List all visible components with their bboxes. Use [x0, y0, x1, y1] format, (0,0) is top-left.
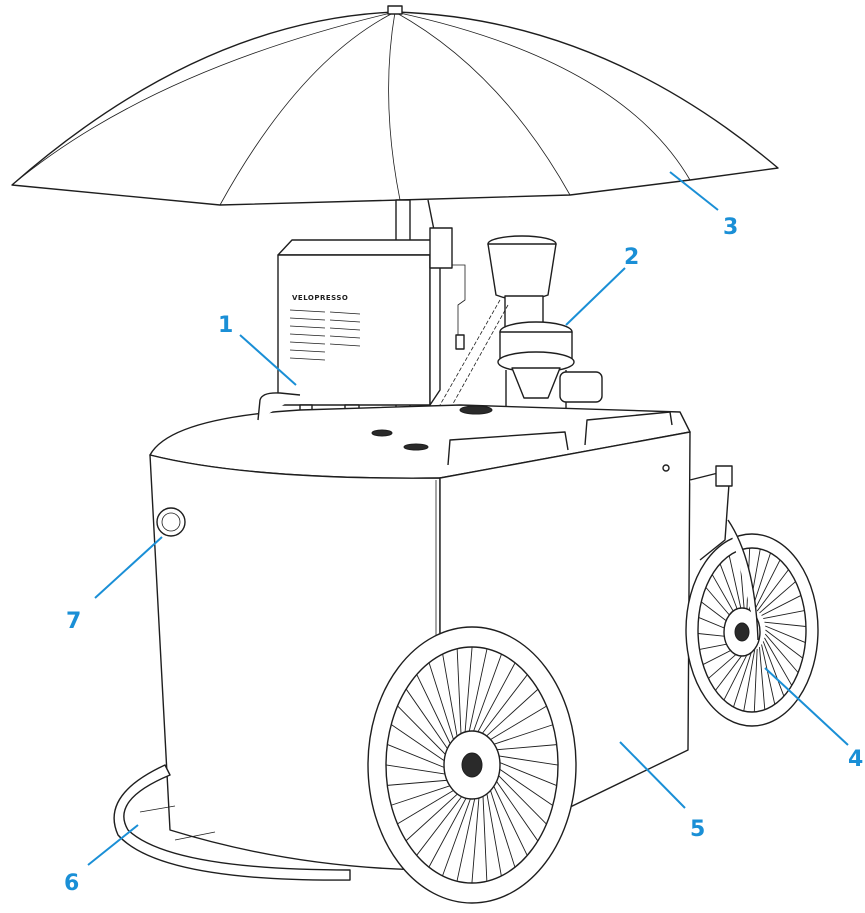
front-wheel-spoke [464, 646, 473, 738]
front-wheel-spoke [397, 787, 459, 825]
front-wheel-spoke [442, 654, 459, 743]
rear-wheel-spoke [762, 641, 785, 697]
front-wheel-spoke [488, 783, 516, 868]
front-wheel-spoke [391, 783, 456, 806]
callout-2: 2 [624, 245, 639, 270]
rear-wheel-spoke [759, 647, 766, 710]
front-wheel-spoke [405, 688, 453, 756]
front-wheel-spoke [456, 648, 462, 740]
front-wheel-spoke [493, 759, 557, 787]
front-wheel-spoke [397, 705, 452, 761]
rear-wheel-spoke [764, 637, 793, 686]
front-wheel-spoke [416, 674, 454, 751]
front-wheel-spoke [488, 724, 553, 747]
front-wheel-spoke [492, 769, 547, 825]
leader-6 [87, 824, 139, 866]
front-wheel-spoke [456, 793, 477, 882]
rear-wheel-spoke [763, 610, 805, 620]
rear-wheel [685, 465, 819, 727]
machine-logo: VELOPRESSO [292, 294, 348, 302]
front-wheel-spoke [491, 774, 539, 842]
front-wheel-spoke [442, 794, 473, 876]
rear-wheel-spoke [761, 644, 776, 705]
front-wheel-spoke [387, 743, 451, 771]
front-wheel-spoke [428, 662, 456, 747]
machine-vents [289, 309, 361, 361]
rear-wheel-spoke [761, 595, 802, 616]
front-wheel [367, 626, 577, 904]
rear-wheel-spoke [723, 649, 750, 701]
rear-wheel-spoke [765, 629, 803, 659]
callout-1: 1 [218, 313, 233, 338]
front-wheel-spoke [482, 790, 488, 882]
rear-wheel-spoke [759, 581, 796, 614]
rear-wheel-spoke [733, 650, 753, 708]
front-wheel-spoke [387, 779, 454, 786]
cart-emblem [156, 507, 186, 537]
callout-7: 7 [66, 609, 81, 634]
leader-2 [565, 267, 626, 326]
rear-wheel-spoke [754, 559, 781, 611]
front-wheel-spoke [490, 744, 557, 751]
callout-labels: 1 2 3 4 5 6 7 [64, 215, 863, 896]
front-wheel-spoke [493, 764, 554, 806]
rear-wheel-spoke [764, 621, 806, 627]
leader-1 [239, 334, 297, 386]
front-wheel-spoke [471, 654, 502, 736]
rear-wheel-spoke [764, 633, 799, 673]
front-wheel-spoke [385, 764, 452, 776]
front-wheel-spoke [428, 793, 469, 868]
callout-6: 6 [64, 871, 79, 896]
espresso-machine: VELOPRESSO [277, 199, 466, 434]
leader-7 [94, 536, 163, 599]
coffee-grinder [487, 235, 603, 420]
front-wheel-spoke [485, 787, 502, 876]
front-wheel-spoke [490, 779, 528, 856]
front-wheel-spoke [475, 662, 516, 737]
front-wheel-spoke [416, 792, 466, 856]
leader-4 [764, 667, 849, 746]
leader-5 [619, 741, 686, 809]
front-wheel-spoke [492, 754, 559, 766]
front-wheel-spoke [467, 648, 488, 737]
rear-wheel-spoke [765, 625, 806, 643]
rear-wheel-spoke [753, 648, 758, 712]
leader-3 [669, 171, 719, 211]
rear-wheel-spoke [743, 650, 756, 712]
callout-5: 5 [690, 817, 705, 842]
rear-wheel-spoke [728, 555, 743, 616]
callout-leaders [87, 171, 849, 866]
front-wheel-spoke [485, 705, 547, 743]
rear-wheel-spoke [756, 569, 789, 612]
front-wheel-spoke [482, 688, 539, 740]
front-wheel-spoke [405, 790, 462, 842]
front-wheel-spoke [390, 724, 451, 766]
front-wheel-spoke [471, 792, 480, 884]
front-wheel-spoke [478, 674, 528, 738]
rear-bumper [113, 764, 351, 881]
callout-3: 3 [723, 215, 738, 240]
callout-4: 4 [848, 747, 863, 772]
